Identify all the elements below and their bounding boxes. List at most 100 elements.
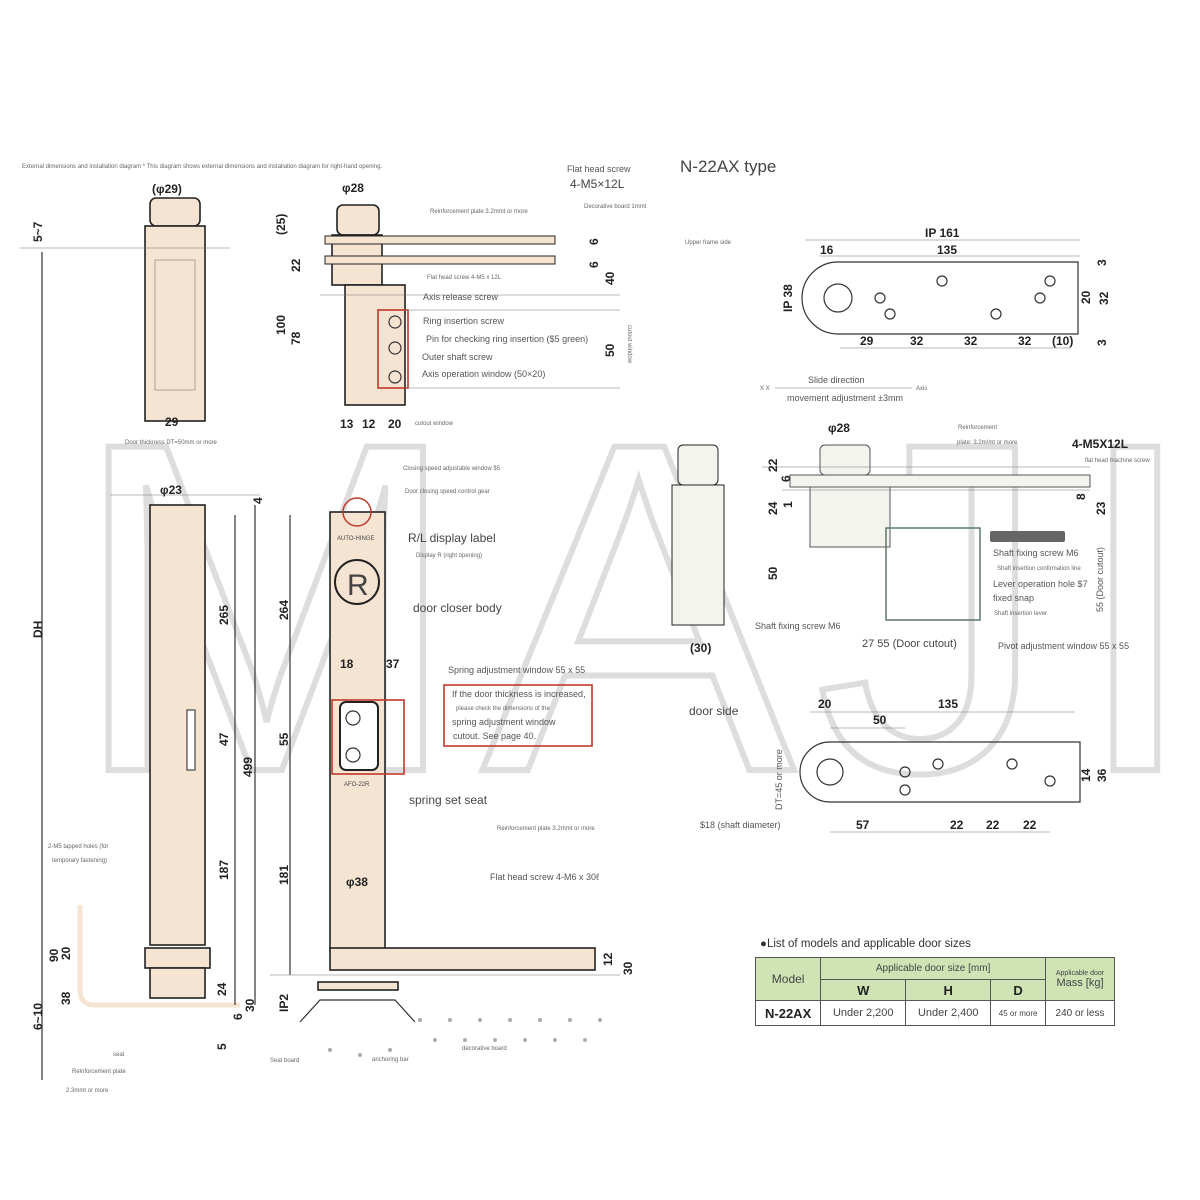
label: Shaft insertion lever <box>994 611 1047 617</box>
callout: anchoring bar <box>372 1057 409 1063</box>
col-mass: Applicable door Mass [kg] <box>1045 957 1115 1001</box>
callout: 2.3mmt or more <box>66 1088 109 1094</box>
callout: Reinforcement plate 3.2mmt or more <box>430 209 528 215</box>
dim: 50 <box>873 713 887 727</box>
dim: 23 <box>1094 501 1108 515</box>
door-side-plate: door side 20 135 50 14 36 DT=45 or more … <box>689 697 1109 833</box>
dim: 90 <box>47 948 61 962</box>
table-row: N-22AX Under 2,200 Under 2,400 45 or mor… <box>754 1000 1115 1026</box>
note-text: cutout. See page 40. <box>453 731 536 741</box>
dim: 1 <box>781 501 795 508</box>
cell-w: Under 2,200 <box>820 1000 907 1026</box>
label: 55 (Door cutout) <box>1095 547 1105 612</box>
callout: seat <box>113 1052 125 1058</box>
callout: Ring insertion screw <box>423 316 505 326</box>
label: movement adjustment ±3mm <box>787 393 903 403</box>
callout: Axis release screw <box>423 292 499 302</box>
label: Shaft fixing screw M6 <box>993 548 1079 558</box>
dim: φ23 <box>160 483 182 497</box>
dim: 135 <box>938 697 958 711</box>
left-dimensions: (φ29) φ28 5~7 29 (25) 22 100 78 13 12 20… <box>31 181 635 1050</box>
dim: 20 <box>818 697 832 711</box>
label: Reinforcement <box>958 425 997 431</box>
door-closer-body-side <box>77 494 260 1008</box>
upper-frame-plate: Upper frame side IP 161 16 135 3 IP 38 2… <box>685 226 1111 403</box>
dim: 32 <box>964 334 978 348</box>
dim: 12 <box>362 417 376 431</box>
dim: 12 <box>601 952 615 966</box>
label: 27 55 (Door cutout) <box>862 638 957 650</box>
label: fixed snap <box>993 593 1034 603</box>
note-text: If the door thickness is increased, <box>452 689 586 699</box>
dim: 20 <box>59 946 73 960</box>
label: Axis adjustment screw <box>997 535 1057 541</box>
dim: (10) <box>1052 334 1073 348</box>
callout: cutout window <box>415 421 454 427</box>
cell-h: Under 2,400 <box>905 1000 992 1026</box>
dim: 20 <box>388 417 402 431</box>
dim: 22 <box>986 818 1000 832</box>
callout: 4-M5×12L <box>570 177 625 191</box>
dim: (30) <box>690 641 711 655</box>
callout: Display R (right opening) <box>416 553 482 559</box>
callout: Door closing speed control gear <box>405 489 490 495</box>
dim: 29 <box>165 415 179 429</box>
dim: 24 <box>766 501 780 515</box>
col-w: W <box>820 979 907 1001</box>
dim: 50 <box>603 343 617 357</box>
label: Pivot adjustment window 55 x 55 <box>998 641 1129 651</box>
dim: (φ29) <box>152 182 182 196</box>
dim: 265 <box>217 605 231 625</box>
dim: 3 <box>1095 339 1109 346</box>
label: $18 (shaft diameter) <box>700 820 781 830</box>
col-d: D <box>990 979 1047 1001</box>
label: DT=45 or more <box>774 749 784 810</box>
dim: 22 <box>950 818 964 832</box>
dim: IP 38 <box>781 284 795 312</box>
dim: 6 <box>587 238 601 245</box>
dim: 6 <box>587 261 601 268</box>
col-h: H <box>905 979 992 1001</box>
dim: 30 <box>243 998 257 1012</box>
callout: Reinforcement plate 3.2mmt or more <box>497 826 595 832</box>
dim: 135 <box>937 243 957 257</box>
watermark: MAJI <box>70 345 1200 870</box>
dim: 6 <box>231 1013 245 1020</box>
dim: DH <box>31 621 45 638</box>
dim: φ28 <box>828 421 850 435</box>
callout: Decorative board 1mmt <box>584 204 647 210</box>
dim: 100 <box>274 315 288 335</box>
callout: door closer body <box>413 601 502 615</box>
cell-d: 45 or more <box>990 1000 1047 1026</box>
col-door-size: Applicable door size [mm] <box>820 957 1047 980</box>
dim: 3 <box>1095 259 1109 266</box>
dim: 16 <box>820 243 834 257</box>
note-text: please check the dimensions of the <box>456 706 550 712</box>
callout: R/L display label <box>408 531 496 545</box>
body-brand: AUTO-HINGE <box>337 536 375 542</box>
callout: Door thickness DT=50mm or more <box>125 440 218 446</box>
dim: 181 <box>277 865 291 885</box>
label: Shaft insertion confirmation line <box>997 566 1081 572</box>
label: door side <box>689 704 739 718</box>
label: Shaft fixing screw M6 <box>755 621 841 631</box>
dim: 5~7 <box>31 221 45 242</box>
dim: 32 <box>1097 291 1111 305</box>
callout: Axis operation window (50×20) <box>422 369 545 379</box>
dim: φ38 <box>346 875 368 889</box>
label: Axis <box>916 386 927 392</box>
models-table: Model Applicable door size [mm] Applicab… <box>754 957 1115 1026</box>
callout: Seat board <box>270 1058 299 1064</box>
callout: decorative board <box>462 1046 507 1052</box>
dim: 5 <box>215 1043 229 1050</box>
dim: IP2 <box>277 994 291 1012</box>
dim: 55 <box>277 732 291 746</box>
dim: φ28 <box>342 181 364 195</box>
dim: 13 <box>340 417 354 431</box>
dim: 6 <box>779 475 793 482</box>
callout: Spring adjustment window 55 x 55 <box>448 665 585 675</box>
dim: 40 <box>603 271 617 285</box>
dim: 37 <box>386 657 400 671</box>
top-pivot-side-view <box>20 197 230 1080</box>
dim: 32 <box>910 334 924 348</box>
